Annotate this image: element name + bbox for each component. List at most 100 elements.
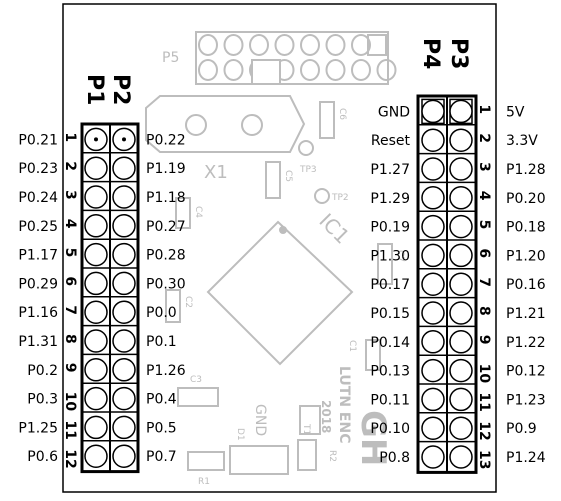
header-p1-title: P1 — [82, 74, 107, 105]
right-pin-number: 10 — [476, 364, 492, 384]
c4-outline — [175, 197, 191, 229]
p2-pin-label: P0.5 — [146, 420, 177, 436]
pin1-marker-dot — [122, 137, 126, 142]
p1-pin-hole — [84, 214, 108, 238]
p1-pin-label: P1.16 — [18, 305, 58, 321]
p5-header-outline — [195, 31, 389, 85]
tp3-label: TP3 — [299, 165, 317, 175]
p2-pin-label: P0.22 — [146, 132, 186, 148]
p3-pin-label: P1.30 — [370, 248, 410, 264]
p5-hole — [351, 34, 371, 56]
p4-pin-label: P0.12 — [506, 364, 546, 380]
p4-pin-hole — [449, 214, 473, 239]
d1-outline — [229, 445, 289, 475]
p3-pin-label: P0.11 — [370, 392, 410, 408]
pin-headers — [80, 94, 478, 474]
c7-outline — [377, 243, 393, 285]
left-pin-number: 8 — [62, 334, 78, 344]
c2-label: C2 — [183, 296, 193, 308]
p5-pin1-square — [367, 34, 387, 56]
p4-pin-hole — [449, 243, 473, 268]
crystal-pad-left — [185, 114, 207, 136]
p1-pin-hole — [84, 329, 108, 353]
p5-key-notch — [251, 59, 281, 85]
p4-pin-label: P1.22 — [506, 335, 546, 351]
left-pin-number: 5 — [62, 248, 78, 258]
p4-pin-hole — [449, 186, 473, 210]
p4-pin-hole — [449, 99, 473, 124]
left-pin-number: 10 — [62, 392, 78, 412]
p2-pin-hole — [112, 358, 136, 382]
p2-pin-label: P1.18 — [146, 190, 186, 206]
p4-pin-hole — [449, 128, 473, 152]
r1-outline — [187, 451, 225, 471]
right-pin-number: 1 — [476, 104, 492, 114]
p5-hole — [198, 34, 218, 56]
p2-pin-label: P1.19 — [146, 161, 186, 177]
p1-pin-hole — [84, 444, 108, 468]
p5-hole — [198, 59, 218, 81]
header-p2-title: P2 — [108, 74, 133, 105]
p1-pin-label: P0.24 — [18, 190, 58, 206]
p3-pin-hole — [421, 445, 445, 469]
pin1-marker-dot — [94, 137, 98, 142]
p5-hole — [325, 34, 346, 56]
p5-hole — [325, 59, 346, 81]
left-pin-number: 3 — [62, 190, 78, 200]
p3-pin-hole — [421, 387, 445, 412]
p2-pin-hole — [112, 214, 136, 238]
p1-pin-hole — [84, 386, 108, 411]
c1-outline — [365, 339, 381, 371]
p5-hole — [223, 59, 244, 81]
p3-pin-label: P1.29 — [370, 191, 410, 207]
p3-pin-hole — [421, 330, 445, 354]
left-pin-number: 12 — [62, 449, 78, 468]
c2-outline — [165, 289, 181, 323]
p1-pin-label: P0.2 — [27, 363, 58, 379]
p4-pin-label: 5V — [506, 104, 525, 120]
p3-pin-hole — [421, 272, 445, 296]
p1-pin-label: P1.17 — [18, 248, 58, 264]
p1-pin-label: P0.23 — [18, 161, 58, 177]
right-pin-number: 3 — [476, 162, 492, 172]
p4-pin-label: P1.24 — [506, 450, 546, 466]
tp3-circle — [298, 140, 314, 156]
p3-pin-hole — [421, 128, 445, 152]
p4-pin-hole — [449, 387, 473, 412]
left-pin-number: 9 — [62, 363, 78, 373]
gnd-silk-label: GND — [252, 404, 268, 436]
c6-label: C6 — [337, 108, 347, 120]
p3-pin-label: P0.14 — [370, 335, 410, 351]
p2-pin-label: P0.0 — [146, 305, 177, 321]
ic1-pin1-dot — [279, 226, 287, 234]
left-pin-number: 4 — [62, 219, 78, 229]
p2-pin-hole — [112, 386, 136, 411]
p1-pin-hole — [84, 358, 108, 382]
p3-pin-label: P0.8 — [379, 450, 410, 466]
p3-pin-hole — [421, 157, 445, 181]
r2-label: R2 — [327, 450, 337, 462]
p4-pin-hole — [449, 272, 473, 296]
p4-pin-hole — [449, 416, 473, 440]
left-pin-number: 6 — [62, 276, 78, 286]
p3-pin-label: P1.27 — [370, 162, 410, 178]
right-pin-number: 8 — [476, 306, 492, 316]
p3-pin-label: P0.10 — [370, 421, 410, 437]
c3-label: C3 — [190, 375, 202, 385]
p2-pin-hole — [112, 156, 136, 180]
right-pin-number: 11 — [476, 392, 492, 411]
p1-pin-label: P0.3 — [27, 392, 58, 408]
p4-pin-label: P1.20 — [506, 248, 546, 264]
p3-pin-hole — [421, 416, 445, 440]
c5-outline — [265, 161, 281, 199]
left-pin-number: 7 — [62, 305, 78, 315]
p5-hole — [376, 59, 397, 81]
p4-pin-label: P1.21 — [506, 306, 546, 322]
p2-pin-hole — [112, 242, 136, 267]
p3-pin-hole — [421, 301, 445, 325]
p3-pin-label: GND — [378, 104, 410, 120]
